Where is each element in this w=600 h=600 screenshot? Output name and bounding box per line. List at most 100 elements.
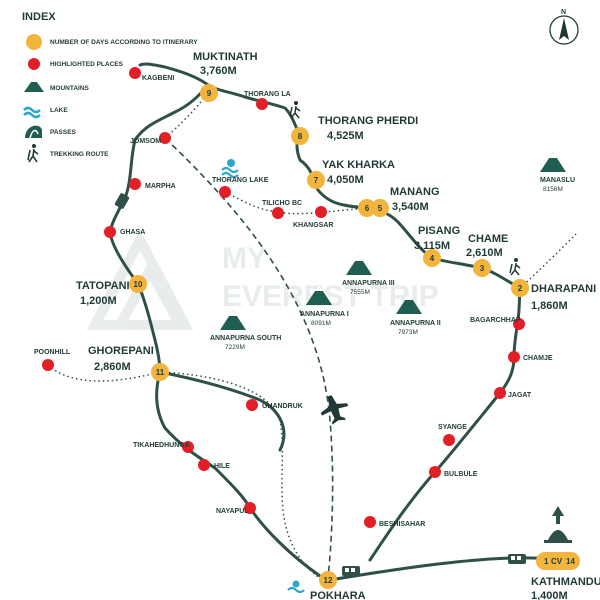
place-syange: SYANGE	[438, 424, 467, 446]
place-nayapul: NAYAPUL	[216, 502, 256, 515]
lake-icon	[221, 159, 239, 179]
mountain-elev: 7229M	[225, 344, 245, 351]
day-circle-icon	[423, 249, 441, 267]
place-label: BESHISAHAR	[379, 521, 425, 528]
index-item-mountains: MOUNTAINS	[50, 85, 90, 92]
place-marpha: MARPHA	[129, 178, 176, 190]
stop-elev: 1,200M	[80, 295, 117, 307]
bus-icon	[508, 554, 526, 564]
watermark-logo-icon	[86, 229, 194, 330]
compass-icon	[549, 15, 579, 45]
compass: N	[549, 9, 579, 45]
day-marker-3: 3	[473, 259, 491, 277]
day-marker-12: 12	[319, 571, 337, 589]
place-label: CHAMJE	[523, 355, 553, 362]
stop-elev: 4,050M	[327, 174, 364, 186]
place-kagbeni: KAGBENI	[129, 67, 174, 82]
red-dot-icon	[159, 132, 171, 144]
place-bagarchhap: BAGARCHHAP	[470, 317, 525, 330]
stop-elev: 1,860M	[531, 300, 568, 312]
mountain-annapurna-ii: ANNAPURNA II 7973M	[390, 294, 441, 336]
place-label: BULBULE	[444, 471, 478, 478]
place-label: BAGARCHHAP	[470, 317, 521, 324]
day-marker-6: 6	[358, 199, 376, 217]
red-dot-icon	[219, 186, 231, 198]
red-dot-icon	[104, 226, 116, 238]
day-number: 3	[480, 264, 485, 273]
day-circle-icon	[319, 571, 337, 589]
stop-elev: 3,760M	[200, 65, 237, 77]
stop-name: POKHARA	[310, 590, 366, 600]
stop-name: CHAME	[468, 233, 508, 245]
day-circle-icon	[307, 171, 325, 189]
red-dot-icon	[513, 318, 525, 330]
red-dot-icon	[508, 351, 520, 363]
stop-name: YAK KHARKA	[322, 159, 395, 171]
stop-elev: 2,610M	[466, 247, 503, 259]
place-label: TILICHO BC	[262, 200, 302, 207]
day-circle-icon	[129, 275, 147, 293]
day-number: 2	[518, 284, 523, 293]
place-label: NAYAPUL	[216, 508, 249, 515]
place-tikahedhunga: TIKAHEDHUNGA	[133, 441, 194, 453]
stop-name: MANANG	[390, 186, 440, 198]
mountain-icon-snow	[229, 310, 237, 316]
index-item-passes: PASSES	[50, 129, 77, 136]
mountain-name: ANNAPURNA I	[300, 311, 349, 318]
stop-muktinath: MUKTINATH 3,760M	[193, 51, 258, 77]
stop-yak-kharka: YAK KHARKA 4,050M	[322, 159, 395, 186]
place-label: GHANDRUK	[262, 403, 303, 410]
day-number: 1	[544, 557, 549, 566]
mountain-manaslu: MANASLU 8156M	[540, 152, 575, 193]
compass-label: N	[561, 9, 566, 16]
day-number: CV	[551, 557, 563, 566]
place-chamje: CHAMJE	[508, 351, 553, 363]
stop-pisang: PISANG 3,115M	[414, 225, 460, 252]
red-dot-icon	[246, 399, 258, 411]
day-marker-2: 2	[511, 279, 529, 297]
mountain-name: ANNAPURNA SOUTH	[210, 335, 281, 342]
place-label: THORANG LA	[244, 91, 291, 98]
stop-elev: 3,115M	[414, 240, 450, 252]
mountain-name: ANNAPURNA III	[342, 280, 395, 287]
mountain-name: ANNAPURNA II	[390, 320, 441, 327]
index-title: INDEX	[22, 11, 56, 23]
stupa-icon	[544, 506, 572, 543]
index-legend: INDEX NUMBER OF DAYS ACCORDING TO ITINER…	[22, 11, 198, 163]
day-marker-5: 5	[371, 199, 389, 217]
day-number: 9	[207, 89, 212, 98]
stop-name: TATOPANI	[76, 280, 130, 292]
red-dot-icon	[198, 459, 210, 471]
watermark-line1: MY	[222, 242, 267, 275]
place-label: JAGAT	[508, 392, 532, 399]
mountain-elev: 7973M	[398, 329, 418, 336]
red-dot-icon	[315, 206, 327, 218]
lake-icon	[23, 106, 41, 119]
place-label: HILE	[214, 463, 230, 470]
side-route-poonhill	[47, 364, 161, 382]
day-pill-icon	[536, 552, 580, 570]
place-tilicho-bc: TILICHO BC	[262, 200, 302, 219]
place-label: POONHILL	[34, 349, 71, 356]
stop-chame: CHAME 2,610M	[466, 233, 508, 259]
red-dot-icon	[129, 67, 141, 79]
place-jomsom: JOMSOM	[130, 132, 171, 145]
bus-icon	[114, 193, 130, 209]
stop-elev: 2,860M	[94, 361, 131, 373]
day-marker-10: 10	[129, 275, 147, 293]
day-marker-11: 11	[151, 363, 169, 381]
side-route-tilicho	[224, 191, 369, 215]
stop-name: DHARAPANI	[531, 283, 596, 295]
mountain-icon	[306, 285, 332, 305]
day-circle-icon	[358, 199, 376, 217]
day-circle-icon	[200, 84, 218, 102]
stop-name: PISANG	[418, 225, 460, 237]
place-thorang-la: THORANG LA	[244, 91, 291, 110]
red-dot-icon	[129, 178, 141, 190]
day-number: 8	[298, 132, 303, 141]
place-label: MARPHA	[145, 183, 176, 190]
red-dot-icon	[443, 434, 455, 446]
red-dot-icon	[429, 466, 441, 478]
side-route-east	[519, 233, 577, 289]
mountain-icon	[396, 294, 422, 314]
